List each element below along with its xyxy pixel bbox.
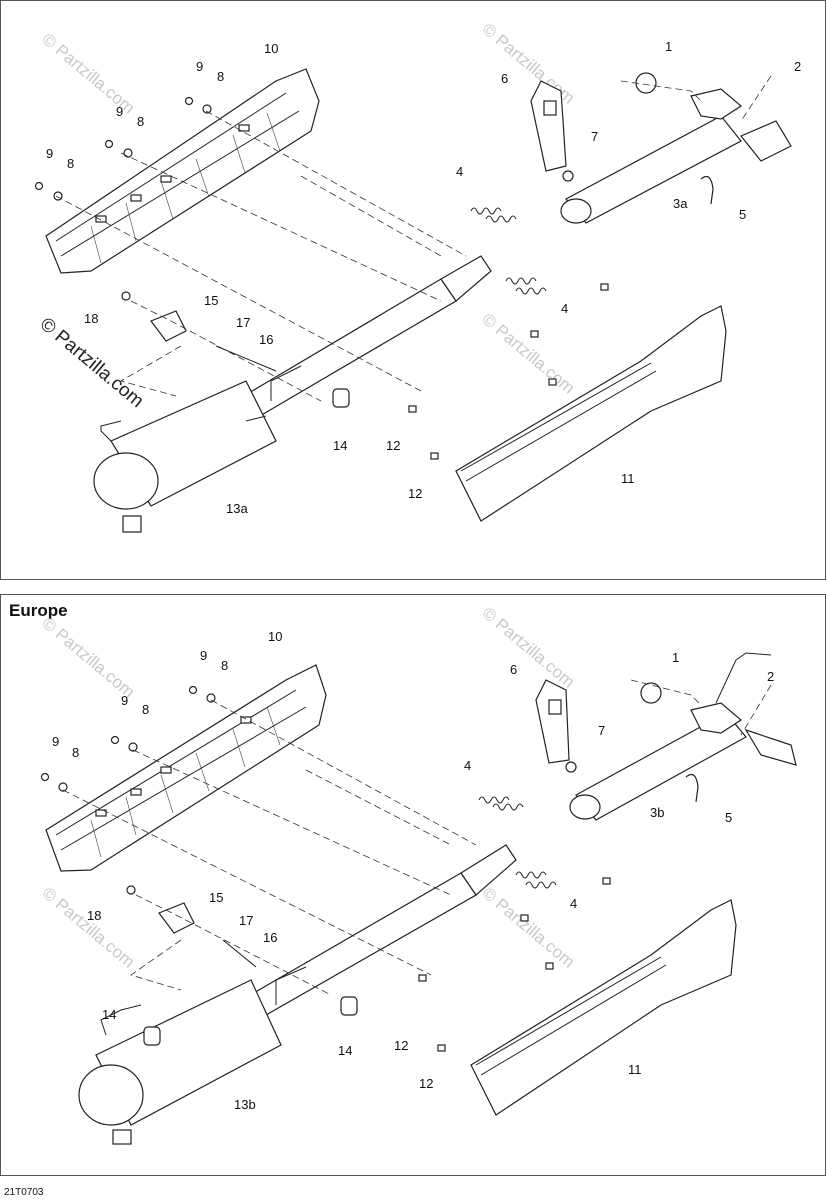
grommet (143, 1026, 161, 1046)
heat-shield-lower (455, 305, 727, 522)
diagram-panel-europe: Europe © Partzilla.com © Partzilla.com ©… (0, 594, 826, 1176)
diagram-panel-standard: © Partzilla.com © Partzilla.com © Partzi… (0, 0, 826, 580)
watermark-dark: © Partzilla.com (36, 314, 148, 412)
callout-label: 6 (510, 662, 517, 677)
watermark: © Partzilla.com (478, 310, 578, 398)
callout-label: 11 (621, 471, 635, 486)
callout-label: 14 (338, 1043, 352, 1058)
callout-label: 9 (52, 734, 59, 749)
callout-label: 3b (650, 805, 664, 820)
spring-set (470, 207, 547, 295)
vent-hose (685, 774, 699, 803)
callout-label: 10 (268, 629, 282, 644)
bolt-washer-set (40, 685, 216, 792)
heat-shield-upper (45, 68, 320, 274)
callout-label: 9 (200, 648, 207, 663)
watermark: © Partzilla.com (478, 604, 578, 692)
callout-label: 12 (408, 486, 422, 501)
exhaust-diagram-europe: © Partzilla.com © Partzilla.com © Partzi… (38, 604, 797, 1145)
callout-label: 6 (501, 71, 508, 86)
callout-label: 7 (591, 129, 598, 144)
clip-set (408, 283, 609, 460)
callout-label: 2 (767, 669, 774, 684)
callout-label: 5 (725, 810, 732, 825)
watermark: © Partzilla.com (478, 20, 578, 108)
bracket (535, 679, 577, 773)
callout-label: 17 (239, 913, 253, 928)
callout-label: 16 (263, 930, 277, 945)
muffler (93, 255, 492, 533)
callout-label: 4 (456, 164, 463, 179)
panel-title: Europe (9, 601, 68, 620)
callout-label: 15 (209, 890, 223, 905)
clamp (158, 902, 195, 934)
callout-label: 12 (419, 1076, 433, 1091)
figure-code: 21T0703 (4, 1187, 44, 1198)
clip-set (418, 877, 611, 1052)
grommet (332, 388, 350, 408)
exhaust-pipe (569, 652, 797, 821)
callout-label: 7 (598, 723, 605, 738)
callout-label: 10 (264, 41, 278, 56)
callout-label: 9 (121, 693, 128, 708)
callout-label: 9 (196, 59, 203, 74)
spring-set (478, 796, 557, 889)
callout-label: 18 (84, 311, 98, 326)
clamp (150, 310, 187, 342)
watermark: © Partzilla.com (38, 884, 138, 972)
callout-label: 9 (46, 146, 53, 161)
callout-label: 18 (87, 908, 101, 923)
callout-label: 15 (204, 293, 218, 308)
vent-hose (700, 176, 714, 205)
callout-label: 8 (221, 658, 228, 673)
callout-label: 17 (236, 315, 250, 330)
assembly-leader-lines (62, 679, 772, 996)
callout-label: 1 (672, 650, 679, 665)
nut (126, 885, 136, 895)
bracket (530, 80, 574, 182)
nut (121, 291, 131, 301)
grommet (340, 996, 358, 1016)
callout-label: 14 (102, 1007, 116, 1022)
callout-label: 8 (67, 156, 74, 171)
heat-shield-upper (45, 664, 327, 872)
watermark: © Partzilla.com (38, 614, 138, 702)
exhaust-diagram-standard: © Partzilla.com © Partzilla.com © Partzi… (34, 20, 801, 533)
callout-label: 8 (72, 745, 79, 760)
watermark: © Partzilla.com (478, 884, 578, 972)
callout-label: 16 (259, 332, 273, 347)
muffler (78, 844, 517, 1145)
watermark: © Partzilla.com (38, 30, 138, 118)
bolt-washer-set (34, 96, 212, 201)
stud (222, 939, 257, 968)
callout-label: 3a (673, 196, 688, 211)
callout-label: 14 (333, 438, 347, 453)
callout-label: 8 (217, 69, 224, 84)
callout-label: 12 (386, 438, 400, 453)
callout-labels: 1 2 3b 4 4 5 6 7 8 8 8 9 9 9 10 11 12 12… (52, 629, 774, 1112)
callout-label: 4 (464, 758, 471, 773)
exhaust-pipe (560, 72, 792, 224)
callout-label: 4 (561, 301, 568, 316)
callout-label: 8 (142, 702, 149, 717)
heat-shield-lower (470, 899, 737, 1116)
callout-labels: 1 2 3a 4 4 5 6 7 8 8 8 9 9 9 10 11 12 12… (46, 39, 801, 516)
callout-label: 2 (794, 59, 801, 74)
stud (215, 345, 277, 372)
callout-label: 12 (394, 1038, 408, 1053)
assembly-leader-lines (55, 75, 772, 402)
callout-label: 5 (739, 207, 746, 222)
callout-label: 11 (628, 1062, 642, 1077)
callout-label: 13b (234, 1097, 256, 1112)
callout-label: 9 (116, 104, 123, 119)
callout-label: 8 (137, 114, 144, 129)
callout-label: 4 (570, 896, 577, 911)
callout-label: 1 (665, 39, 672, 54)
callout-label: 13a (226, 501, 248, 516)
